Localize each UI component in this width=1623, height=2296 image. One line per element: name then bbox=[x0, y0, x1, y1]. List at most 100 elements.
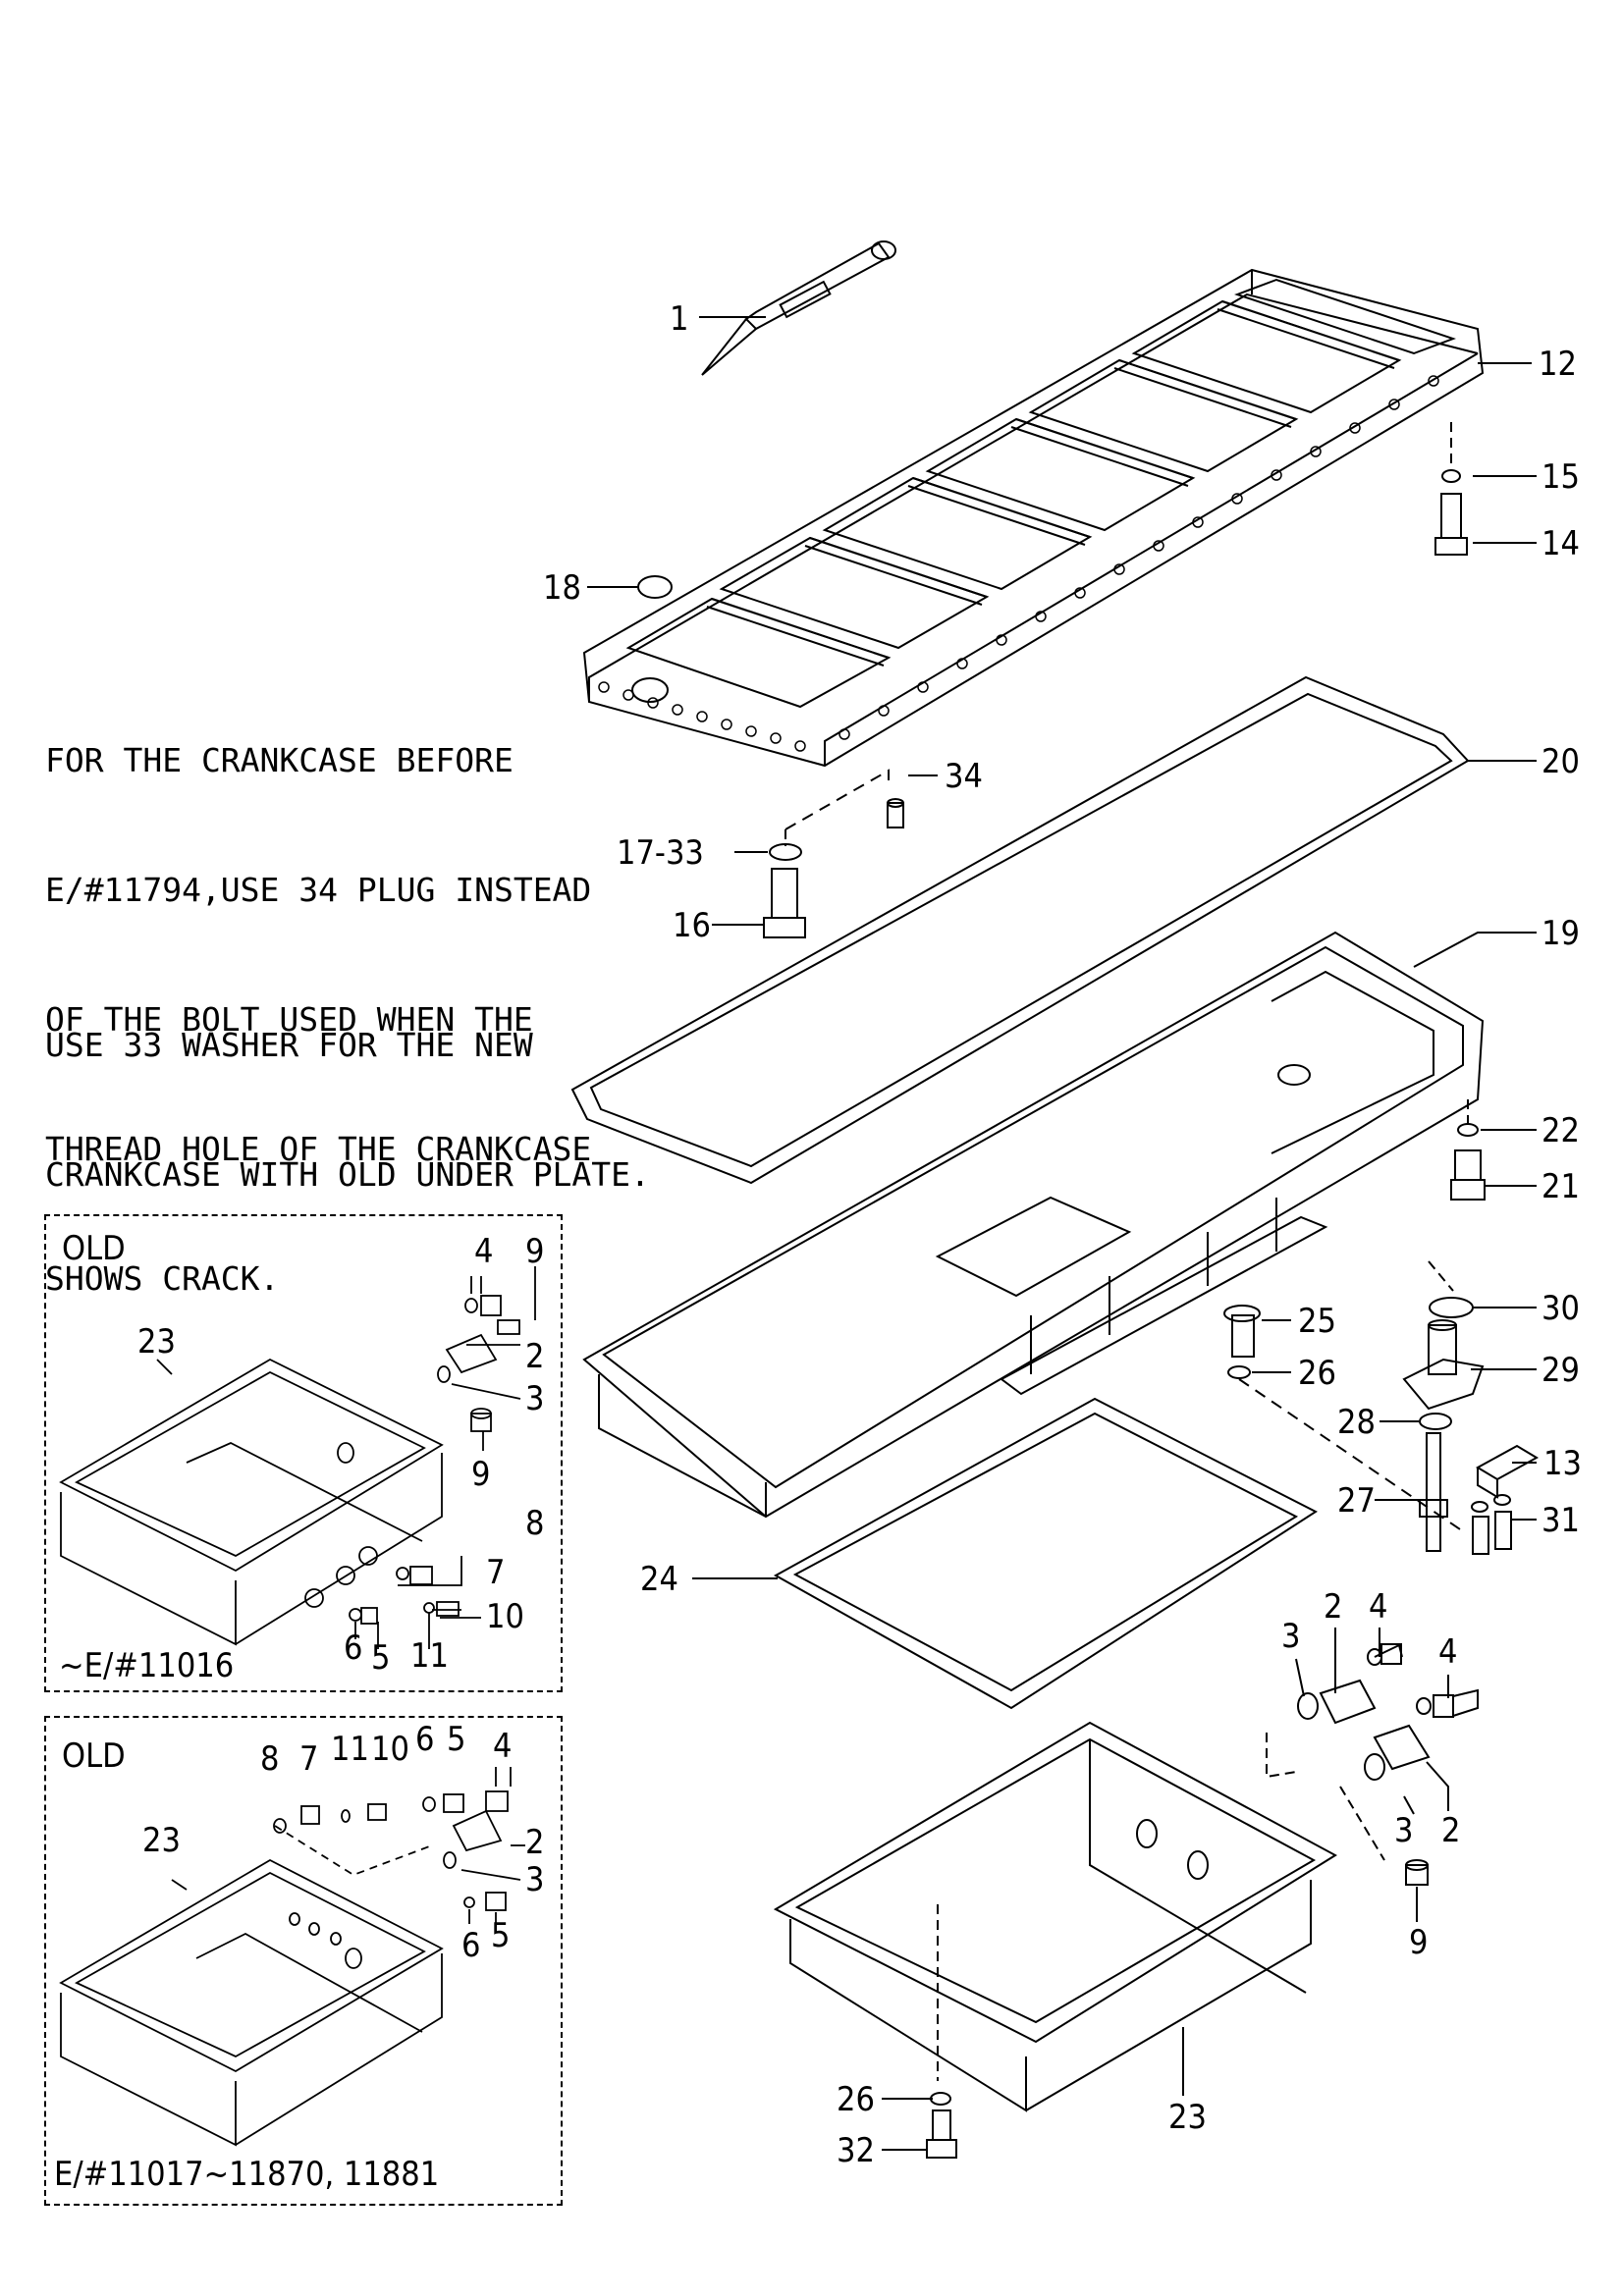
callout-3: 3 bbox=[1281, 1617, 1301, 1656]
cover-parts-2-3-4-upper bbox=[1297, 1643, 1403, 1725]
old-pan-drawing-2 bbox=[59, 1767, 525, 2147]
callout-16: 16 bbox=[673, 906, 711, 945]
callout-2-lower: 2 bbox=[1441, 1811, 1461, 1850]
leader-lines bbox=[587, 316, 1537, 2151]
callout-30: 30 bbox=[1542, 1289, 1580, 1328]
callout-23: 23 bbox=[137, 1322, 176, 1362]
callout-27: 27 bbox=[1337, 1481, 1376, 1521]
callout-15: 15 bbox=[1542, 457, 1580, 497]
callout-2: 2 bbox=[525, 1337, 545, 1376]
callout-3: 3 bbox=[525, 1860, 545, 1899]
callout-8: 8 bbox=[260, 1739, 280, 1779]
callout-3-lower: 3 bbox=[1394, 1811, 1414, 1850]
callout-7: 7 bbox=[486, 1553, 506, 1592]
callout-17-33: 17-33 bbox=[617, 833, 704, 873]
callout-13: 13 bbox=[1543, 1444, 1582, 1483]
gasket-part-24 bbox=[773, 1397, 1319, 1710]
callout-3: 3 bbox=[525, 1379, 545, 1418]
oring-part-30 bbox=[1429, 1297, 1474, 1318]
bolt-part-16 bbox=[763, 868, 806, 938]
callout-26: 26 bbox=[1298, 1354, 1336, 1393]
callout-9: 9 bbox=[1409, 1923, 1429, 1962]
callout-9: 9 bbox=[525, 1232, 545, 1271]
callout-6-lower: 6 bbox=[461, 1926, 481, 1965]
seal-part-18 bbox=[637, 575, 673, 599]
note-line: CRANKCASE WITH OLD UNDER PLATE. bbox=[45, 1155, 650, 1194]
washer-part-26 bbox=[1227, 1365, 1251, 1379]
callout-34: 34 bbox=[945, 757, 983, 796]
washer-part-26-lower bbox=[930, 2092, 951, 2106]
old-variant-panel-1 bbox=[44, 1214, 563, 1692]
flange-part-29 bbox=[1402, 1319, 1485, 1411]
plug-part-9 bbox=[1405, 1859, 1429, 1886]
callout-12: 12 bbox=[1539, 345, 1577, 384]
panel-footer: ~E/#11016 bbox=[59, 1646, 235, 1685]
panel-label: OLD bbox=[62, 1736, 126, 1776]
callout-5: 5 bbox=[371, 1638, 391, 1678]
bolt-part-14 bbox=[1434, 493, 1468, 556]
callout-10: 10 bbox=[371, 1730, 409, 1769]
callout-1: 1 bbox=[670, 299, 689, 339]
sump-opening bbox=[935, 1196, 1132, 1298]
callout-6: 6 bbox=[415, 1720, 435, 1759]
callout-11: 11 bbox=[331, 1730, 369, 1769]
callout-19: 19 bbox=[1542, 914, 1580, 953]
note-line: SHOWS CRACK. bbox=[45, 1259, 280, 1298]
oil-pan-part-19 bbox=[582, 931, 1485, 1519]
callout-9-lower: 9 bbox=[471, 1455, 491, 1494]
note-line: USE 33 WASHER FOR THE NEW bbox=[45, 1026, 533, 1064]
note-line: E/#11794,USE 34 PLUG INSTEAD bbox=[45, 871, 592, 909]
callout-6: 6 bbox=[344, 1629, 363, 1668]
plug-part-34 bbox=[887, 798, 904, 828]
callout-5: 5 bbox=[447, 1720, 466, 1759]
callout-23: 23 bbox=[1168, 2098, 1207, 2137]
callout-10: 10 bbox=[486, 1597, 524, 1636]
callout-24: 24 bbox=[640, 1560, 678, 1599]
old-variant-panel-2 bbox=[44, 1716, 563, 2206]
callout-26-lower: 26 bbox=[837, 2080, 875, 2119]
callout-31: 31 bbox=[1542, 1501, 1580, 1540]
crankcase-frame-part-12 bbox=[582, 268, 1485, 768]
callout-2: 2 bbox=[1324, 1587, 1343, 1627]
sealant-tube-part-1 bbox=[701, 240, 896, 376]
callout-28: 28 bbox=[1337, 1403, 1376, 1442]
note-line: THREAD HOLE OF THE CRANKCASE bbox=[45, 1130, 592, 1168]
callout-5-lower: 5 bbox=[491, 1916, 511, 1955]
callout-21: 21 bbox=[1542, 1167, 1580, 1206]
oil-pan-part-23 bbox=[773, 1721, 1337, 2112]
washer-part-15 bbox=[1441, 422, 1461, 483]
callout-11: 11 bbox=[410, 1636, 449, 1676]
callout-20: 20 bbox=[1542, 742, 1580, 781]
crankcase-note: FOR THE CRANKCASE BEFORE E/#11794,USE 34… bbox=[45, 653, 591, 1387]
callout-4: 4 bbox=[1369, 1587, 1388, 1627]
callout-29: 29 bbox=[1542, 1351, 1580, 1390]
old-pan-drawing-1 bbox=[59, 1266, 536, 1649]
washer-part-22 bbox=[1457, 1123, 1479, 1137]
stud-part-27 bbox=[1419, 1432, 1448, 1552]
callout-18: 18 bbox=[543, 568, 581, 608]
bolt-part-32 bbox=[926, 2109, 957, 2159]
washer-part-28 bbox=[1419, 1413, 1452, 1430]
callout-4-lower: 4 bbox=[1438, 1632, 1458, 1672]
washer-note: USE 33 WASHER FOR THE NEW CRANKCASE WITH… bbox=[45, 937, 650, 1283]
callout-23: 23 bbox=[142, 1821, 181, 1860]
callout-4: 4 bbox=[474, 1232, 494, 1271]
bracket-part-13 bbox=[1475, 1444, 1540, 1499]
note-line: FOR THE CRANKCASE BEFORE bbox=[45, 741, 514, 779]
callout-2: 2 bbox=[525, 1823, 545, 1862]
cover-parts-2-3-4-lower bbox=[1364, 1688, 1479, 1781]
note-line: OF THE BOLT USED WHEN THE bbox=[45, 1000, 533, 1039]
callout-25: 25 bbox=[1298, 1302, 1336, 1341]
centerline-34 bbox=[784, 769, 890, 830]
panel-footer: E/#11017~11870, 11881 bbox=[54, 2155, 440, 2194]
callout-14: 14 bbox=[1542, 524, 1580, 563]
bolts-part-31 bbox=[1471, 1494, 1512, 1555]
bolt-part-21 bbox=[1450, 1149, 1486, 1201]
callout-4: 4 bbox=[493, 1727, 513, 1766]
callout-8: 8 bbox=[525, 1504, 545, 1543]
callout-32: 32 bbox=[837, 2131, 875, 2170]
washer-part-17-33 bbox=[769, 843, 802, 861]
panel-label: OLD bbox=[62, 1229, 126, 1268]
